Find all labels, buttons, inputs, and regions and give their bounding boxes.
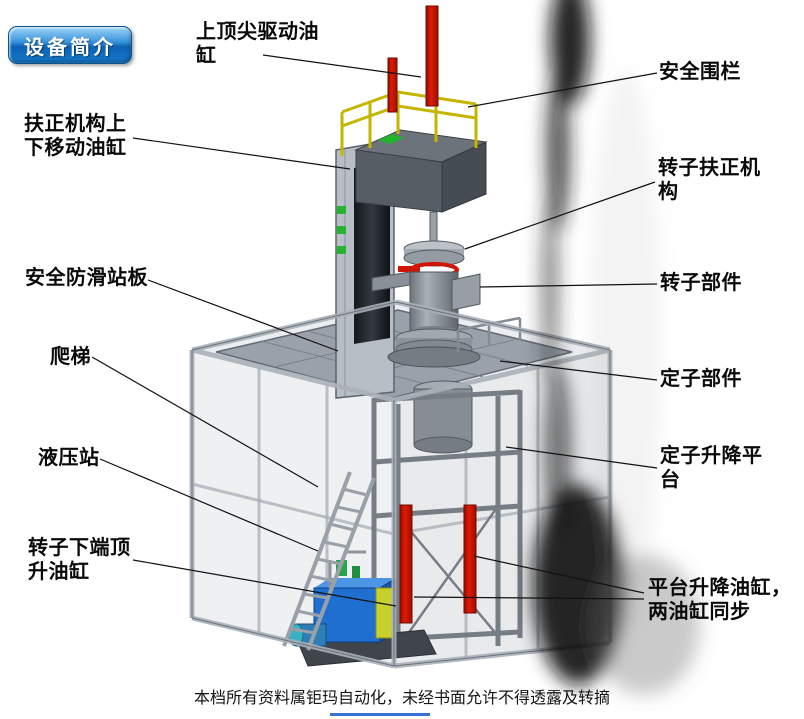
label-top-drive-cylinder: 上顶尖驱动油缸 xyxy=(196,21,319,68)
footer-copyright: 本档所有资料属钜玛自动化，未经书面允许不得透露及转摘 xyxy=(193,690,611,707)
label-stator-lift-platform: 定子升降平台 xyxy=(660,445,763,492)
platform-lift-cylinders-shape xyxy=(399,504,477,624)
label-hydraulic-station: 液压站 xyxy=(38,447,100,469)
ladder-shape xyxy=(282,471,376,651)
top-drive-cylinder-shape xyxy=(387,5,439,113)
label-anti-slip-platform: 安全防滑站板 xyxy=(25,267,148,289)
label-rotor-part: 转子部件 xyxy=(660,272,742,294)
top-head-box xyxy=(354,129,488,213)
rotor-assembly xyxy=(387,211,481,368)
rotor-centering-arm xyxy=(371,271,481,311)
label-rotor-bottom-jack: 转子下端顶升油缸 xyxy=(28,537,131,584)
label-safety-fence: 安全围栏 xyxy=(659,61,741,83)
title-badge-text: 设备简介 xyxy=(24,36,116,59)
shadow-smear xyxy=(533,0,700,695)
title-badge: 设备简介 xyxy=(8,26,132,64)
label-stator-part: 定子部件 xyxy=(660,368,742,390)
bottom-blue-line xyxy=(330,713,430,716)
label-rotor-centering-mech: 转子扶正机构 xyxy=(658,157,761,204)
leader-lines xyxy=(91,54,658,607)
label-centering-lift-cylinder: 扶正机构上下移动油缸 xyxy=(24,113,127,160)
label-ladder: 爬梯 xyxy=(50,346,91,368)
label-platform-lift-cylinders: 平台升降油缸，两油缸同步 xyxy=(648,577,792,624)
